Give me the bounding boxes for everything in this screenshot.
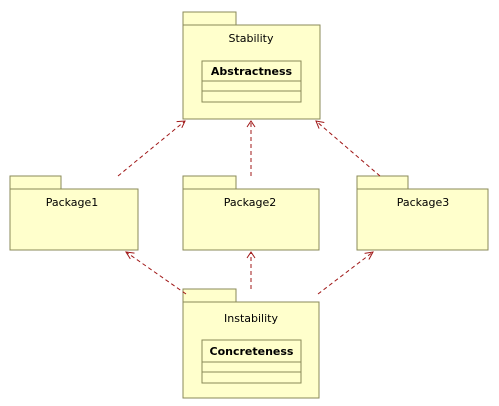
package-package3[interactable]: Package3 — [356, 175, 489, 251]
class-name: Abstractness — [211, 65, 293, 78]
package-package2[interactable]: Package2 — [182, 175, 320, 251]
arrowhead-icon — [246, 120, 256, 128]
package-stability[interactable]: Stability Abstractness — [182, 11, 321, 120]
dependency-line — [117, 120, 186, 177]
package-body — [182, 188, 320, 251]
package-tab — [9, 175, 62, 190]
package-body — [9, 188, 139, 251]
arrowhead-icon — [315, 120, 325, 129]
dependency-line — [315, 120, 381, 177]
dependency-package3-to-stability[interactable] — [315, 120, 381, 177]
dependency-line — [317, 251, 374, 295]
dependency-instability-to-package1[interactable] — [125, 251, 187, 295]
package-instability[interactable]: Instability Concreteness — [182, 288, 320, 399]
package-tab — [182, 11, 237, 26]
arrowhead-icon — [246, 251, 256, 259]
package-body — [356, 188, 489, 251]
package-name: Stability — [228, 32, 274, 45]
dependency-instability-to-package3[interactable] — [317, 251, 374, 295]
package-tab — [182, 288, 237, 303]
arrowhead-icon — [364, 251, 374, 260]
class-concreteness[interactable]: Concreteness — [201, 339, 302, 384]
package-name: Instability — [224, 312, 278, 325]
package-tab — [182, 175, 237, 190]
dependency-package1-to-stability[interactable] — [117, 120, 186, 177]
dependency-line — [125, 251, 187, 295]
dependency-package2-to-stability[interactable] — [246, 120, 256, 176]
package-name: Package1 — [46, 196, 99, 209]
class-abstractness[interactable]: Abstractness — [201, 60, 302, 103]
dependency-instability-to-package2[interactable] — [246, 251, 256, 289]
package-tab — [356, 175, 409, 190]
package-package1[interactable]: Package1 — [9, 175, 139, 251]
package-name: Package3 — [397, 196, 450, 209]
package-name: Package2 — [224, 196, 277, 209]
arrowhead-icon — [176, 120, 186, 129]
class-name: Concreteness — [210, 345, 294, 358]
arrowhead-icon — [125, 251, 135, 260]
